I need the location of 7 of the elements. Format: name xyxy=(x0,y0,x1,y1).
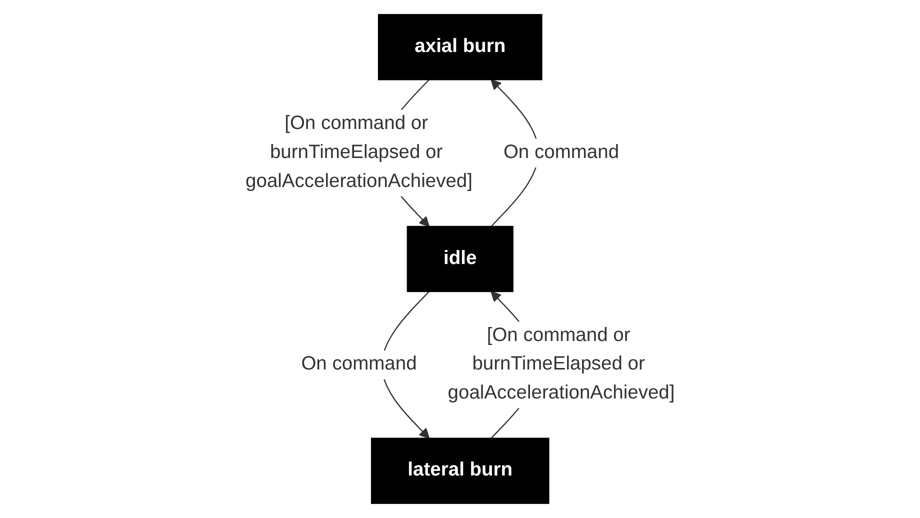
edge-label: [On command or burnTimeElapsed or goalAccelerationAchieved] xyxy=(448,325,675,404)
edge-label: On command xyxy=(301,354,417,375)
node-box: axial burn xyxy=(378,14,542,80)
node-box: lateral burn xyxy=(370,438,550,504)
node-box: idle xyxy=(406,226,514,292)
edge-label: [On command or burnTimeElapsed or goalAccelerationAchieved] xyxy=(245,113,472,192)
edge-label: On command xyxy=(503,142,619,163)
